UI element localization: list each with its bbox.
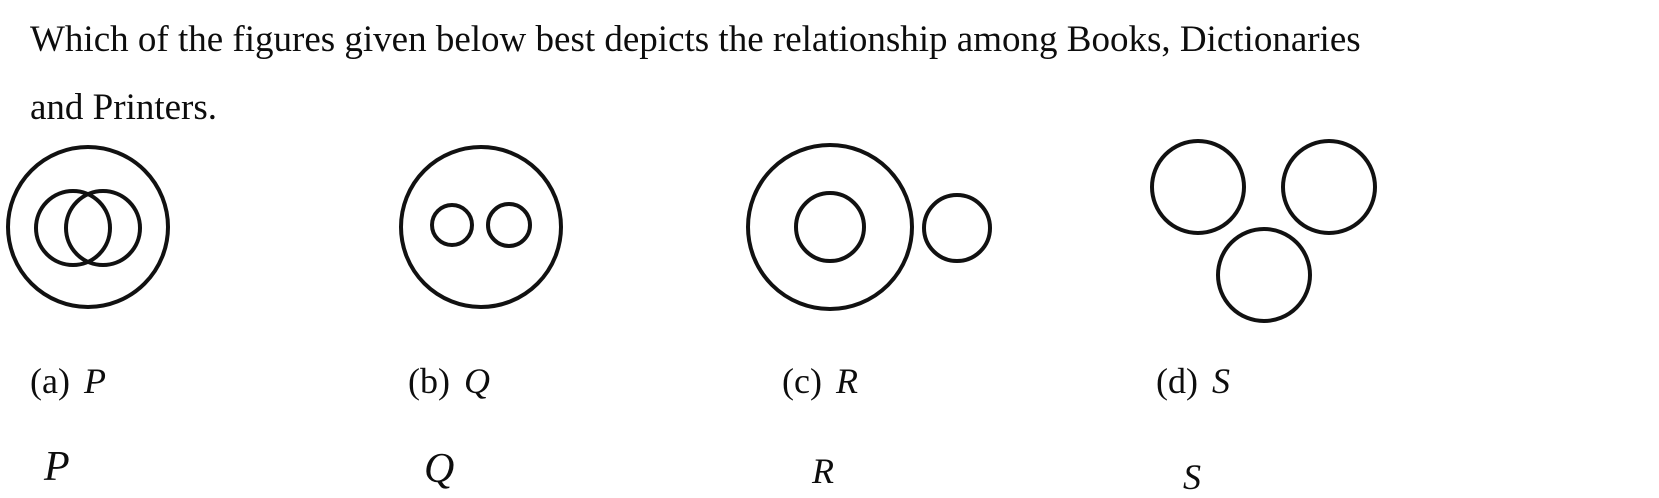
figure-q-inner-circle-right (486, 202, 532, 248)
figure-r-separate-circle (922, 193, 992, 263)
option-b[interactable]: (b) Q (408, 358, 490, 404)
option-a[interactable]: (a) P (30, 358, 106, 404)
figure-r-label: R (812, 451, 834, 491)
question-line-2: and Printers. (30, 87, 218, 128)
figure-p-inner-circle-left (34, 189, 112, 267)
figure-s-circle-top-right (1281, 139, 1377, 235)
option-c-tag: (c) (782, 361, 822, 401)
option-a-value: P (83, 361, 106, 401)
option-c[interactable]: (c) R (782, 358, 858, 404)
venn-figures-canvas (6, 139, 1377, 323)
figure-s (1150, 139, 1377, 323)
question-text: Which of the figures given below best de… (30, 6, 1630, 142)
option-b-value: Q (463, 361, 490, 401)
figure-s-circle-bottom (1216, 227, 1312, 323)
options-row: (a) P (b) Q (c) R (d) S (0, 358, 1659, 428)
question-page: Which of the figures given below best de… (0, 6, 1659, 497)
option-c-value: R (835, 361, 858, 401)
figure-r (746, 143, 992, 311)
figure-s-circle-top-left (1150, 139, 1246, 235)
figure-p-outer-circle (6, 145, 170, 309)
question-line-1: Which of the figures given below best de… (30, 19, 1361, 60)
option-a-tag: (a) (30, 361, 70, 401)
option-d[interactable]: (d) S (1156, 358, 1230, 404)
option-d-value: S (1211, 361, 1230, 401)
figure-q-label: Q (424, 446, 455, 492)
option-d-tag: (d) (1156, 361, 1198, 401)
figures-row: P Q R S (0, 130, 1659, 497)
figure-r-inner-circle (794, 191, 866, 263)
option-b-tag: (b) (408, 361, 450, 401)
figure-q-inner-circle-left (430, 203, 474, 247)
figure-p (6, 145, 170, 309)
figure-p-label: P (44, 444, 70, 490)
figure-r-outer-circle (746, 143, 914, 311)
figure-q-outer-circle (399, 145, 563, 309)
figure-q (399, 145, 563, 309)
figure-p-inner-circle-right (64, 189, 142, 267)
figure-s-label: S (1183, 457, 1201, 497)
